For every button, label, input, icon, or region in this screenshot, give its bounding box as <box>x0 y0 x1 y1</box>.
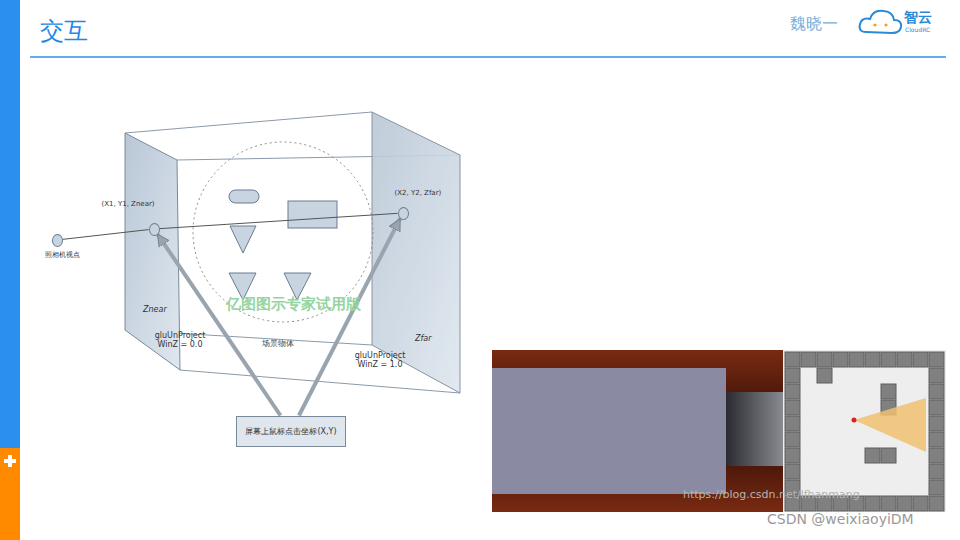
point-label: (X1, Y1, Znear) <box>102 200 155 208</box>
wall-cell <box>785 352 800 367</box>
minimap-grid <box>785 352 944 511</box>
plane-name: Znear <box>143 305 167 314</box>
slide-title: 交互 <box>40 18 88 46</box>
wall-cell <box>881 496 896 511</box>
watermark: https://blog.csdn.net/lfhanmang <box>683 489 860 502</box>
wall-cell <box>929 368 944 383</box>
watermark: CSDN @weixiaoyiDM <box>767 511 914 527</box>
wall-cell <box>929 496 944 511</box>
scene-object <box>230 226 256 253</box>
wall-cell <box>817 352 832 367</box>
wall-cell <box>865 496 880 511</box>
point-label: 照相机视点 <box>45 251 80 259</box>
far-point: (X2, Y2, Zfar) <box>398 207 409 220</box>
wall-cell <box>785 400 800 415</box>
corridor <box>726 392 783 466</box>
edge-label: gluUnProject WinZ = 0.0 <box>150 331 210 349</box>
minimap <box>783 350 946 512</box>
author-name: 魏晓一 <box>790 15 838 33</box>
wall-cell <box>913 496 928 511</box>
unproject-arrow <box>157 234 280 415</box>
wall-cell <box>849 352 864 367</box>
wall-cell <box>817 368 832 383</box>
wall-cell <box>897 352 912 367</box>
wall-cell <box>881 352 896 367</box>
wall-cell <box>929 464 944 479</box>
logo-dot <box>873 23 876 26</box>
wall-cell <box>929 448 944 463</box>
side-bar <box>0 448 20 540</box>
edge-label: gluUnProject WinZ = 1.0 <box>350 351 410 369</box>
wall-cell <box>801 352 816 367</box>
wall-cell <box>833 352 848 367</box>
cloud-logo <box>860 11 902 33</box>
frustum-edge <box>125 112 372 133</box>
point-label: (X2, Y2, Zfar) <box>395 189 442 197</box>
wall-cell <box>865 352 880 367</box>
wall-cell <box>929 352 944 367</box>
game-screenshot <box>492 350 946 512</box>
sight-line <box>159 213 397 228</box>
header-rule <box>30 56 946 58</box>
wall-cell <box>929 416 944 431</box>
near-point: (X1, Y1, Znear) <box>149 223 160 236</box>
wall-cell <box>785 432 800 447</box>
wall-cell <box>913 352 928 367</box>
view-cone <box>854 398 926 452</box>
scene-object <box>288 201 337 228</box>
wall-cell <box>881 448 896 463</box>
wall-cell <box>929 400 944 415</box>
scene-object <box>229 190 259 203</box>
wall-cell <box>785 464 800 479</box>
wall-cell <box>929 384 944 399</box>
wall <box>492 368 726 494</box>
player-dot <box>852 418 857 423</box>
wall-cell <box>881 384 896 399</box>
plus-mark <box>4 455 16 467</box>
logo-subtext: CloudRC <box>905 27 930 34</box>
logo-text: 智云 <box>904 9 932 25</box>
plane-name: Zfar <box>415 334 432 343</box>
sight-line <box>62 230 148 240</box>
wall-cell <box>785 448 800 463</box>
box-text: 屏幕上鼠标点击坐标(X,Y) <box>245 426 336 437</box>
scene-boundary <box>193 142 373 322</box>
camera-point: 照相机视点 <box>52 234 63 247</box>
far-plane <box>372 112 460 393</box>
logo-dot <box>884 23 887 26</box>
wall-cell <box>929 480 944 495</box>
wall-cell <box>929 432 944 447</box>
wall-cell <box>865 448 880 463</box>
process-box: 屏幕上鼠标点击坐标(X,Y) <box>236 416 345 447</box>
wall-cell <box>785 416 800 431</box>
wall-cell <box>785 368 800 383</box>
unproject-arrow <box>299 219 400 416</box>
wall-cell <box>785 384 800 399</box>
wall-cell <box>897 496 912 511</box>
side-bar <box>0 0 20 448</box>
scene-label: 场景物体 <box>262 339 294 348</box>
watermark: 亿图图示专家试用版 <box>226 296 361 313</box>
